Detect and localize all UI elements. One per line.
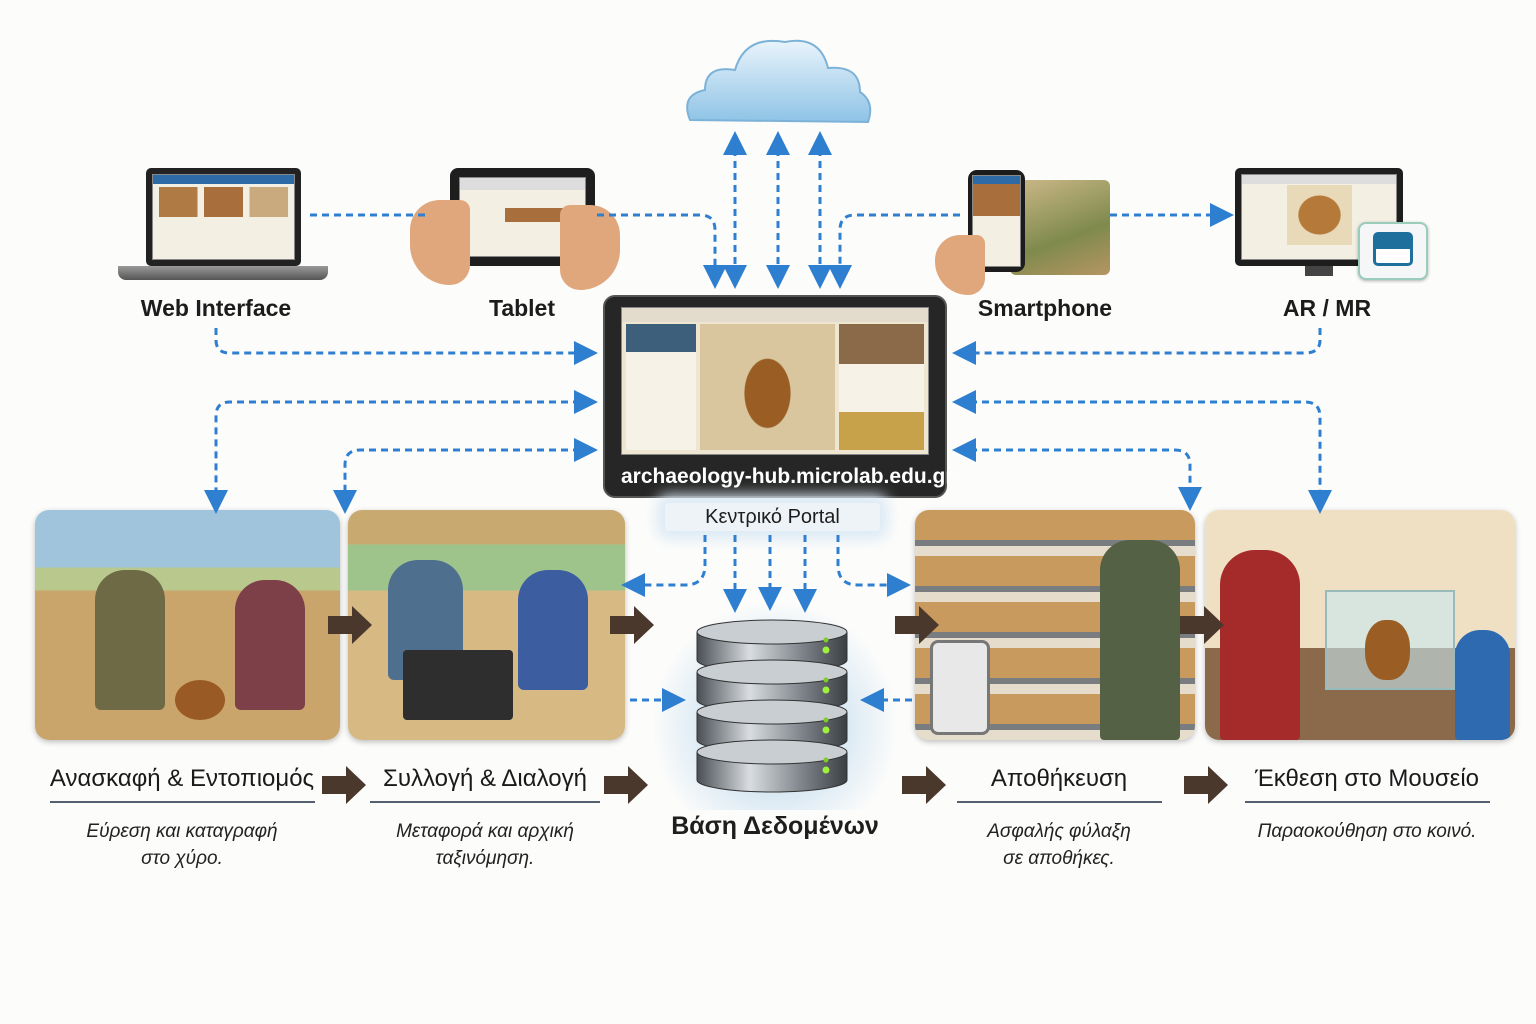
connector-portal-collection-2 — [621, 535, 707, 597]
field-photo — [1010, 180, 1110, 275]
laptop-icon — [118, 168, 328, 285]
connector-web-portal — [214, 328, 598, 365]
stage-title: Έκθεση στο Μουσείο — [1254, 765, 1480, 792]
connector-ar-portal — [952, 328, 1322, 365]
portal-url[interactable]: archaeology-hub.microlab.edu.gr — [621, 465, 954, 488]
amphora-image — [700, 324, 835, 450]
stage-title: Ανασκαφή & Εντοπιομός — [49, 765, 315, 792]
database-label: Βάση Δεδομένων — [671, 812, 879, 840]
hand-icon — [560, 205, 620, 290]
stage-title: Αποθήκευση — [990, 765, 1128, 792]
hand-icon — [410, 200, 470, 285]
connector-portal-storage-2 — [836, 535, 911, 597]
stage-divider — [1244, 801, 1490, 803]
collection-image — [348, 510, 625, 740]
hand-icon — [935, 235, 985, 295]
flow-arrow-icon — [902, 766, 946, 804]
stage-divider — [49, 801, 315, 803]
device-label-smartphone: Smartphone — [977, 295, 1113, 321]
flow-arrow-icon — [1184, 766, 1228, 804]
museum-image — [1205, 510, 1515, 740]
connector-portal-collection — [333, 438, 598, 514]
database-icon — [650, 600, 900, 810]
connector-portal-museum — [952, 390, 1332, 514]
device-label-web: Web Interface — [140, 295, 292, 321]
storage-image — [915, 510, 1195, 740]
flow-arrow-icon — [322, 766, 366, 804]
device-label-ar: AR / MR — [1282, 295, 1372, 321]
portal-screen[interactable]: archaeology-hub.microlab.edu.gr — [603, 295, 954, 498]
flow-arrow-icon — [604, 766, 648, 804]
excavation-image — [35, 510, 340, 740]
ar-badge-icon — [1358, 222, 1428, 280]
connector-portal-excavation — [204, 390, 598, 514]
stage-divider — [370, 801, 600, 803]
monitor-icon — [1235, 168, 1403, 280]
stage-description: Παραοκούθηση στο κοινό. — [1257, 821, 1477, 842]
stage-title: Συλλογή & Διαλογή — [383, 765, 587, 792]
cloud-icon — [680, 30, 875, 130]
stage-divider — [956, 801, 1162, 803]
portal-label: Κεντρικό Portal — [665, 503, 880, 531]
device-label-tablet: Tablet — [488, 295, 556, 321]
connector-portal-storage — [952, 438, 1202, 511]
